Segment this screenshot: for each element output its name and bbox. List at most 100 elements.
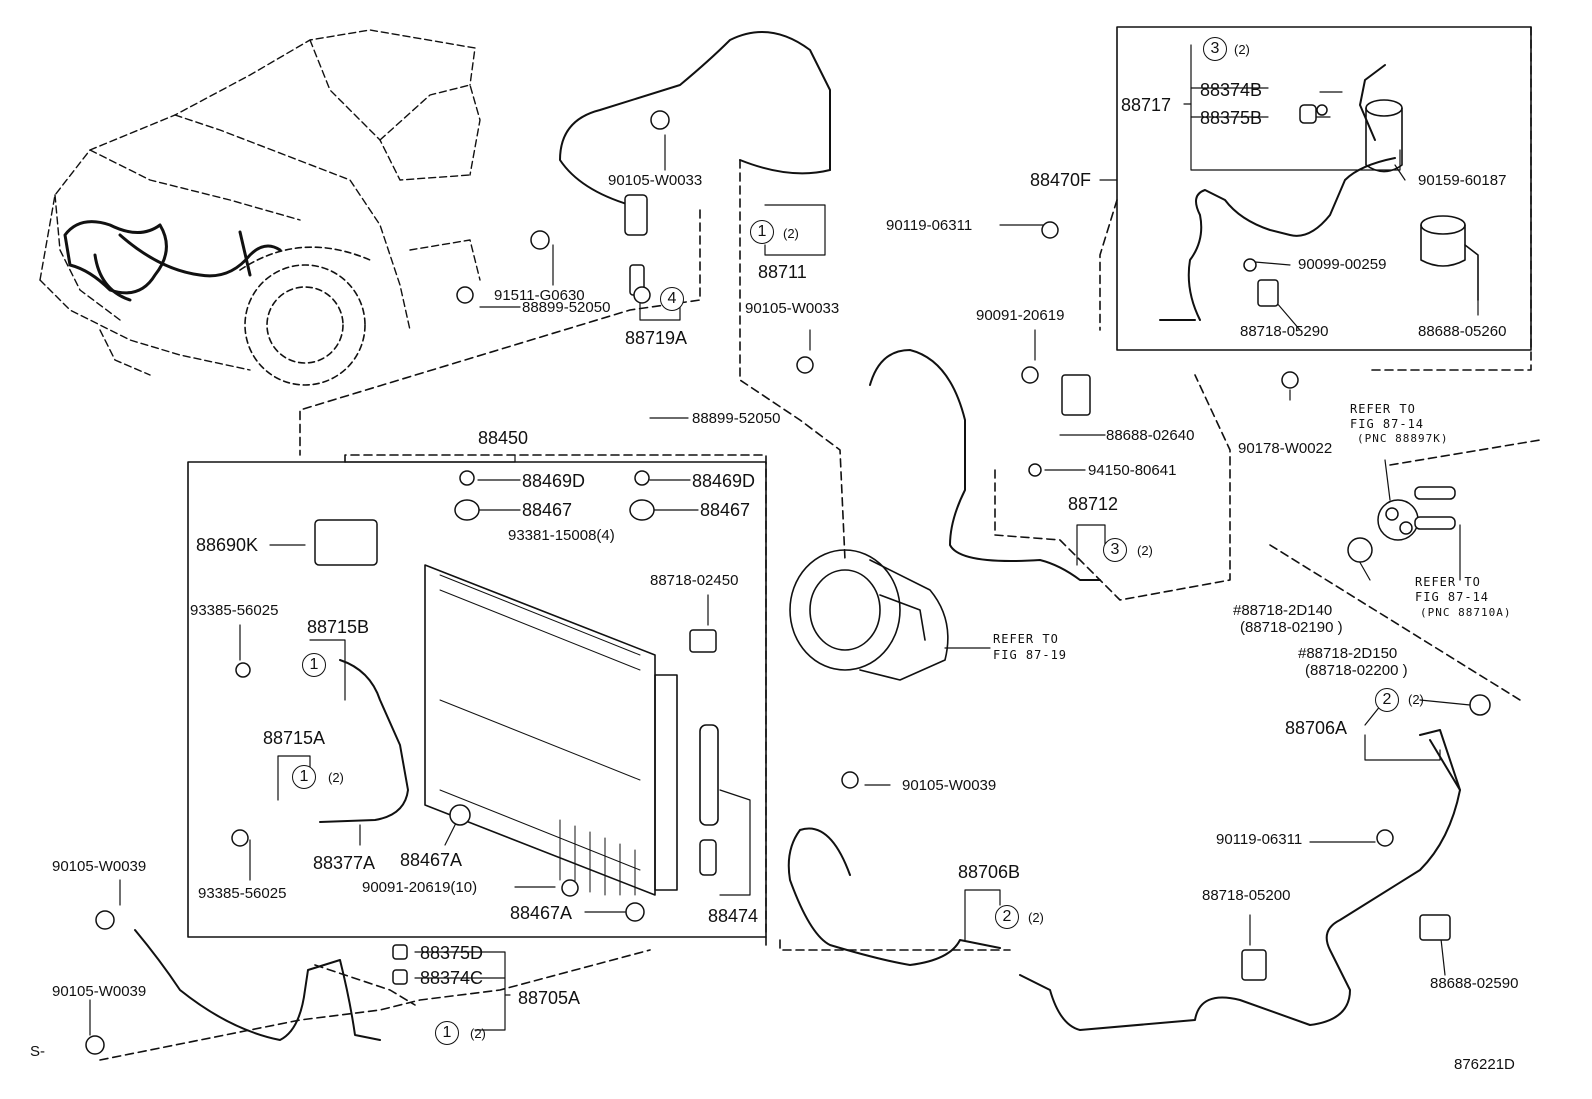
label-88899-52050-left: 88899-52050	[522, 299, 611, 316]
refer-87-19-line2: FIG 87-19	[993, 648, 1068, 662]
label-88718-02200: (88718-02200 )	[1305, 662, 1408, 679]
dash-88375D-group	[314, 964, 416, 1006]
qty-88711: (2)	[783, 226, 799, 241]
refer-87-14-b-line1: REFER TO	[1415, 575, 1481, 589]
dash-88705A-group	[99, 949, 651, 1061]
qty-top: (2)	[1234, 42, 1250, 57]
label-88467-left: 88467	[522, 500, 573, 520]
label-93385-56025-bottom: 93385-56025	[198, 885, 287, 902]
callout-circle-3-88712: 3	[1103, 538, 1127, 562]
label-88467A-bottom: 88467A	[510, 903, 573, 923]
label-90091-20619: 90091-20619	[976, 307, 1065, 324]
condenser-core	[424, 564, 719, 896]
dashed-box-leader-a	[1369, 26, 1532, 371]
label-90105-W0039-mid: 90105-W0039	[902, 777, 997, 794]
label-88690K: 88690K	[196, 535, 259, 555]
label-90091-20619-10: 90091-20619(10)	[362, 879, 478, 896]
label-90105-W0033-mid: 90105-W0033	[745, 300, 840, 317]
label-88718-02190: (88718-02190 )	[1240, 619, 1343, 636]
dashed-box-leader-b	[1099, 199, 1118, 331]
hose-88711	[559, 31, 831, 206]
label-90119-06311-top: 90119-06311	[886, 217, 973, 234]
label-88467-right: 88467	[700, 500, 751, 520]
label-90159-60187: 90159-60187	[1418, 172, 1507, 189]
hose-88712	[869, 349, 1101, 581]
label-91511-G0630: 91511-G0630	[494, 287, 585, 304]
qty-88706B: (2)	[1028, 910, 1044, 925]
label-88469D-right: 88469D	[692, 471, 756, 491]
label-88718-02450: 88718-02450	[650, 572, 739, 589]
front-wheel	[239, 246, 371, 386]
label-88469D-left: 88469D	[522, 471, 586, 491]
pipe-88706B	[787, 739, 1461, 1031]
label-88467A-top: 88467A	[400, 850, 463, 870]
label-88474: 88474	[708, 906, 759, 926]
callout-circle-2-88706B: 2	[995, 905, 1019, 929]
label-90105-W0039-left-bottom: 90105-W0039	[52, 983, 147, 1000]
label-88377A: 88377A	[313, 853, 376, 873]
dash-88706B-group	[779, 939, 1011, 951]
refer-87-14-a-line2: FIG 87-14	[1350, 417, 1425, 431]
refer-87-14-b-line2: FIG 87-14	[1415, 590, 1490, 604]
callout-circle-1-88715A: 1	[292, 765, 316, 789]
label-88450: 88450	[478, 428, 529, 448]
label-88899-52050-right: 88899-52050	[692, 410, 781, 427]
label-88718-05290: 88718-05290	[1240, 323, 1329, 340]
label-88712: 88712	[1068, 494, 1119, 514]
vehicle-outline	[39, 29, 481, 376]
dash-88712-group	[994, 374, 1231, 601]
callout-circle-1-88705A: 1	[435, 1021, 459, 1045]
label-88470F: 88470F	[1030, 170, 1092, 190]
label-88718-2D140: #88718-2D140	[1233, 602, 1333, 619]
qty-88706A: (2)	[1408, 692, 1424, 707]
receiver-pipes	[1159, 64, 1396, 321]
callout-circle-1-88711: 1	[750, 220, 774, 244]
callout-circle-1-88715B: 1	[302, 653, 326, 677]
label-88374B: 88374B	[1200, 80, 1263, 100]
label-88718-2D150: #88718-2D150	[1298, 645, 1398, 662]
label-93381-15008: 93381-15008(4)	[508, 527, 615, 544]
label-90178-W0022: 90178-W0022	[1238, 440, 1333, 457]
condenser-pipe-88715B	[319, 659, 409, 823]
refer-87-14-a-line3: (PNC 88897K)	[1357, 432, 1449, 445]
label-88375B: 88375B	[1200, 108, 1263, 128]
receiver-tank	[1365, 99, 1479, 301]
label-88715B: 88715B	[307, 617, 370, 637]
label-88688-02640: 88688-02640	[1106, 427, 1195, 444]
callout-circle-3-top: 3	[1203, 37, 1227, 61]
condenser-top-dash	[344, 454, 767, 951]
label-90119-06311-bottom: 90119-06311	[1216, 831, 1303, 848]
label-88688-05260: 88688-05260	[1418, 323, 1507, 340]
label-88711: 88711	[758, 262, 807, 282]
refer-87-14-b-line3: (PNC 88710A)	[1420, 606, 1512, 619]
label-90105-W0039-left-top: 90105-W0039	[52, 858, 147, 875]
leader-lines	[89, 44, 1479, 1036]
label-94150-80641: 94150-80641	[1088, 462, 1177, 479]
label-88705A: 88705A	[518, 988, 581, 1008]
refer-87-19-line1: REFER TO	[993, 632, 1059, 646]
pipe-88705A	[134, 929, 381, 1041]
qty-88705A: (2)	[470, 1026, 486, 1041]
pipe-88706A	[1419, 729, 1461, 791]
callout-circle-4-88719A: 4	[660, 287, 684, 311]
label-90105-W0033-top: 90105-W0033	[608, 172, 703, 189]
callout-circle-2-88706A: 2	[1375, 688, 1399, 712]
compressor	[789, 549, 949, 681]
dash-88711-group	[299, 209, 701, 456]
dash-refer-87-14	[1269, 439, 1541, 701]
label-88706B: 88706B	[958, 862, 1021, 882]
dash-88719-group	[739, 159, 846, 561]
qty-88712: (2)	[1137, 543, 1153, 558]
label-88719A: 88719A	[625, 328, 688, 348]
ac-routing-in-vehicle	[63, 220, 282, 302]
figure-id: 876221D	[1454, 1056, 1515, 1073]
label-88717: 88717	[1121, 95, 1172, 115]
bolts-and-fittings	[85, 104, 1491, 1055]
label-93385-56025-top: 93385-56025	[190, 602, 279, 619]
refer-pipes	[1414, 486, 1456, 530]
condenser-box	[187, 461, 767, 938]
label-88688-02590: 88688-02590	[1430, 975, 1519, 992]
label-88718-05200: 88718-05200	[1202, 887, 1291, 904]
qty-88715A: (2)	[328, 770, 344, 785]
